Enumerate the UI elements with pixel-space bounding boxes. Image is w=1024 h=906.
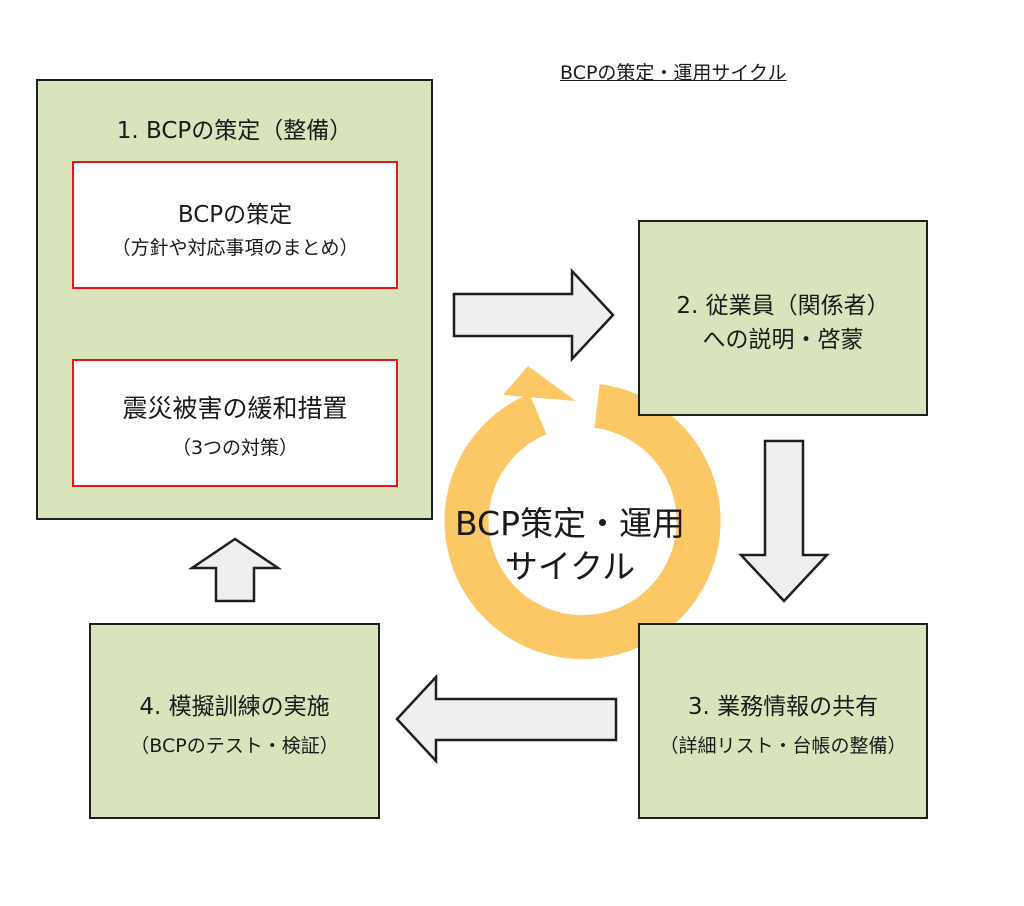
step3-box: 3. 業務情報の共有 （詳細リスト・台帳の整備） (638, 623, 928, 819)
step1-box: 1. BCPの策定（整備） BCPの策定 （方針や対応事項のまとめ） 震災被害の… (36, 79, 433, 520)
step1-inner-plan-label: BCPの策定 (177, 202, 293, 228)
cycle-ring-arc (444, 384, 721, 660)
step4-sub: （BCPのテスト・検証） (130, 735, 339, 757)
step3-label: 3. 業務情報の共有 (687, 694, 879, 720)
step1-inner-plan-box: BCPの策定 （方針や対応事項のまとめ） (72, 161, 398, 289)
diagram-title: BCPの策定・運用サイクル (560, 62, 787, 84)
step4-label: 4. 模擬訓練の実施 (139, 694, 330, 720)
step3-sub: （詳細リスト・台帳の整備） (659, 735, 907, 757)
flow-arrow-left (395, 673, 618, 765)
step1-inner-mitigation-sub: （3つの対策） (171, 437, 299, 459)
step1-inner-plan-sub: （方針や対応事項のまとめ） (111, 237, 359, 259)
flow-arrow-right (452, 267, 615, 363)
step2-label-line1: 2. 従業員（関係者） (676, 293, 890, 319)
step2-label-line2: への説明・啓蒙 (702, 327, 864, 353)
step2-box: 2. 従業員（関係者） への説明・啓蒙 (638, 220, 928, 416)
cycle-ring-arrowhead (503, 366, 576, 401)
step4-box: 4. 模擬訓練の実施 （BCPのテスト・検証） (89, 623, 380, 819)
cycle-label-line1: BCP策定・運用 (454, 504, 685, 543)
cycle-label-line2: サイクル (504, 547, 636, 586)
cycle-ring (444, 366, 721, 660)
step1-inner-mitigation-label: 震災被害の緩和措置 (122, 394, 348, 423)
step1-inner-mitigation-box: 震災被害の緩和措置 （3つの対策） (72, 359, 398, 487)
step1-title: 1. BCPの策定（整備） (116, 118, 353, 144)
flow-arrow-down (738, 439, 830, 603)
flow-arrow-up (187, 537, 283, 603)
